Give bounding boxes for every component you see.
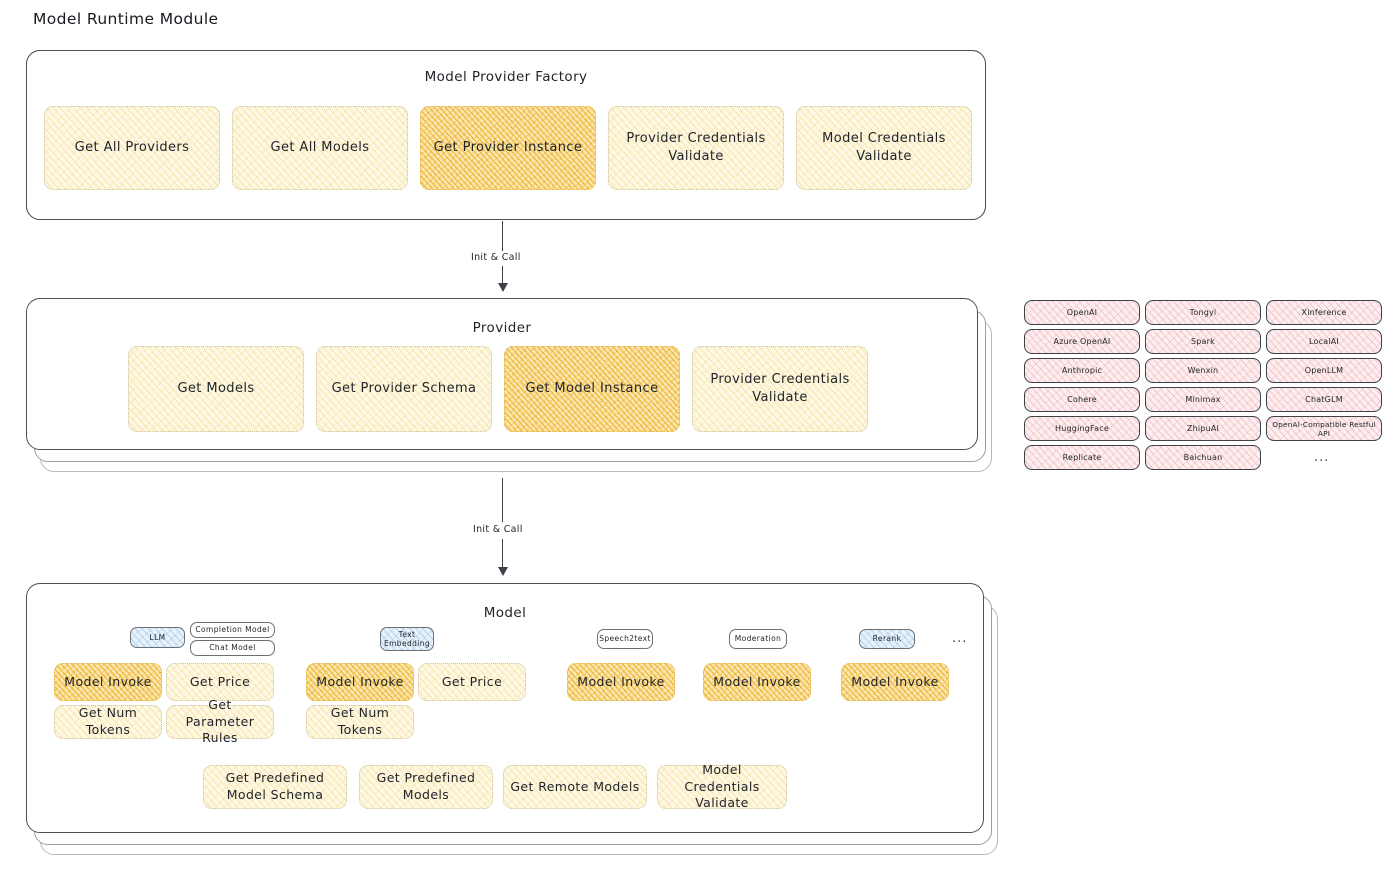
- model-shared-method-get-predefined-models[interactable]: Get Predefined Models: [359, 765, 493, 809]
- provider-pill[interactable]: Xinference: [1266, 300, 1382, 325]
- model-method-rerank-model-invoke[interactable]: Model Invoke: [841, 663, 949, 701]
- factory-method-model-credentials-validate[interactable]: Model Credentials Validate: [796, 106, 972, 190]
- page-title: Model Runtime Module: [33, 10, 219, 28]
- provider-pill[interactable]: Spark: [1145, 329, 1261, 354]
- arrow-provider-to-model-line2: [502, 539, 504, 569]
- provider-pill[interactable]: Tongyi: [1145, 300, 1261, 325]
- factory-method-get-all-models[interactable]: Get All Models: [232, 106, 408, 190]
- arrow-provider-to-model-line: [502, 478, 504, 522]
- model-method-speech2text-model-invoke[interactable]: Model Invoke: [567, 663, 675, 701]
- provider-pill[interactable]: Minimax: [1145, 387, 1261, 412]
- model-method-llm-get-price[interactable]: Get Price: [166, 663, 274, 701]
- model-method-text-embedding-model-invoke[interactable]: Model Invoke: [306, 663, 414, 701]
- factory-method-get-all-providers[interactable]: Get All Providers: [44, 106, 220, 190]
- model-method-llm-get-parameter-rules[interactable]: Get Parameter Rules: [166, 697, 274, 745]
- model-type-badge-moderation[interactable]: Moderation: [729, 629, 787, 649]
- model-title: Model: [483, 605, 527, 621]
- factory-method-provider-credentials-validate[interactable]: Provider Credentials Validate: [608, 106, 784, 190]
- arrow-factory-to-provider-label: Init & Call: [471, 252, 521, 263]
- provider-method-get-models[interactable]: Get Models: [128, 346, 304, 432]
- model-shared-method-model-credentials-validate[interactable]: Model Credentials Validate: [657, 762, 787, 810]
- factory-title: Model Provider Factory: [424, 69, 588, 85]
- provider-vendor-list: OpenAI Azure OpenAI Anthropic Cohere Hug…: [1024, 300, 1384, 475]
- provider-pill[interactable]: ZhipuAI: [1145, 416, 1261, 441]
- factory-method-get-provider-instance[interactable]: Get Provider Instance: [420, 106, 596, 190]
- provider-title: Provider: [472, 320, 532, 336]
- model-subtype-badge-chat-model[interactable]: Chat Model: [190, 640, 275, 656]
- model-body: [26, 583, 984, 833]
- model-provider-factory-container: Model Provider Factory Get All Providers…: [26, 50, 986, 220]
- provider-pill[interactable]: OpenLLM: [1266, 358, 1382, 383]
- arrow-provider-to-model-head: [498, 567, 508, 576]
- provider-method-get-model-instance[interactable]: Get Model Instance: [504, 346, 680, 432]
- provider-pill[interactable]: ChatGLM: [1266, 387, 1382, 412]
- provider-container: Provider Get Models Get Provider Schema …: [26, 298, 992, 472]
- provider-pill[interactable]: OpenAI: [1024, 300, 1140, 325]
- provider-pill[interactable]: HuggingFace: [1024, 416, 1140, 441]
- provider-pill[interactable]: Replicate: [1024, 445, 1140, 470]
- provider-method-get-provider-schema[interactable]: Get Provider Schema: [316, 346, 492, 432]
- model-method-text-embedding-get-price[interactable]: Get Price: [418, 663, 526, 701]
- model-type-badge-llm[interactable]: LLM: [130, 627, 185, 648]
- arrow-factory-to-provider-line2: [502, 266, 504, 286]
- provider-pill[interactable]: Baichuan: [1145, 445, 1261, 470]
- model-type-badge-text-embedding[interactable]: Text Embedding: [380, 627, 434, 651]
- model-method-llm-model-invoke[interactable]: Model Invoke: [54, 663, 162, 701]
- model-container: Model LLM Completion Model Chat Model Mo…: [26, 583, 998, 855]
- provider-method-provider-credentials-validate[interactable]: Provider Credentials Validate: [692, 346, 868, 432]
- model-types-more: ...: [952, 631, 968, 646]
- arrow-factory-to-provider-head: [498, 283, 508, 292]
- provider-pill[interactable]: Cohere: [1024, 387, 1140, 412]
- provider-pill[interactable]: Wenxin: [1145, 358, 1261, 383]
- provider-pill[interactable]: OpenAI-Compatible Restful API: [1266, 416, 1382, 441]
- provider-pill[interactable]: Azure OpenAI: [1024, 329, 1140, 354]
- arrow-factory-to-provider-line: [502, 221, 504, 251]
- arrow-provider-to-model-label: Init & Call: [473, 524, 523, 535]
- provider-list-more: ...: [1314, 450, 1330, 465]
- model-type-badge-rerank[interactable]: Rerank: [859, 629, 915, 649]
- model-type-badge-speech2text[interactable]: Speech2text: [597, 629, 653, 649]
- model-shared-method-get-predefined-model-schema[interactable]: Get Predefined Model Schema: [203, 765, 347, 809]
- model-subtype-badge-completion-model[interactable]: Completion Model: [190, 622, 275, 638]
- model-method-text-embedding-get-num-tokens[interactable]: Get Num Tokens: [306, 705, 414, 739]
- model-shared-method-get-remote-models[interactable]: Get Remote Models: [503, 765, 647, 809]
- provider-pill[interactable]: LocalAI: [1266, 329, 1382, 354]
- model-method-llm-get-num-tokens[interactable]: Get Num Tokens: [54, 705, 162, 739]
- model-method-moderation-model-invoke[interactable]: Model Invoke: [703, 663, 811, 701]
- provider-pill[interactable]: Anthropic: [1024, 358, 1140, 383]
